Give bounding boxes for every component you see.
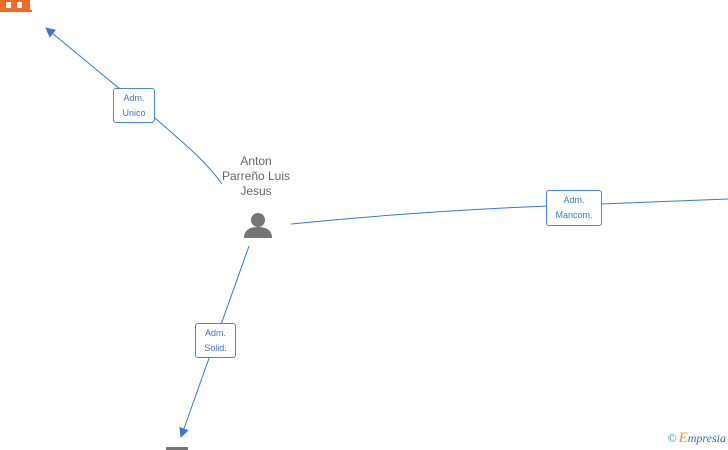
- edge-label-line-2: Mancom.: [555, 210, 593, 220]
- brand-initial: E: [678, 430, 688, 446]
- person-icon[interactable]: [244, 213, 272, 238]
- brand-name: mpresia: [687, 431, 726, 445]
- copyright-symbol: ©: [667, 431, 677, 445]
- person-name-line-3: Jesus: [240, 184, 272, 198]
- edge-line-adm-mancom: [290, 198, 728, 225]
- edge-line-adm-unico: [45, 27, 223, 185]
- edge-label-line-1: Adm.: [123, 93, 145, 103]
- edge-label-line-1: Adm.: [563, 195, 585, 205]
- company-icon[interactable]: [0, 0, 32, 12]
- person-name-line-1: Anton: [240, 154, 272, 168]
- edge-label-line-1: Adm.: [204, 328, 226, 338]
- edge-label-line-2: Solid.: [204, 343, 227, 353]
- edge-label-adm-mancom[interactable]: Adm. Mancom.: [546, 190, 602, 226]
- company-icon-bottom[interactable]: [166, 447, 188, 450]
- empresia-watermark: ©Empresia: [667, 430, 726, 447]
- person-name-line-2: Parreño Luis: [221, 169, 291, 183]
- edge-label-line-2: Unico: [122, 108, 146, 118]
- edge-label-adm-unico[interactable]: Adm. Unico: [113, 88, 155, 123]
- edge-label-adm-solid[interactable]: Adm. Solid.: [195, 323, 236, 358]
- person-name-label[interactable]: Anton Parreño Luis Jesus: [206, 154, 306, 199]
